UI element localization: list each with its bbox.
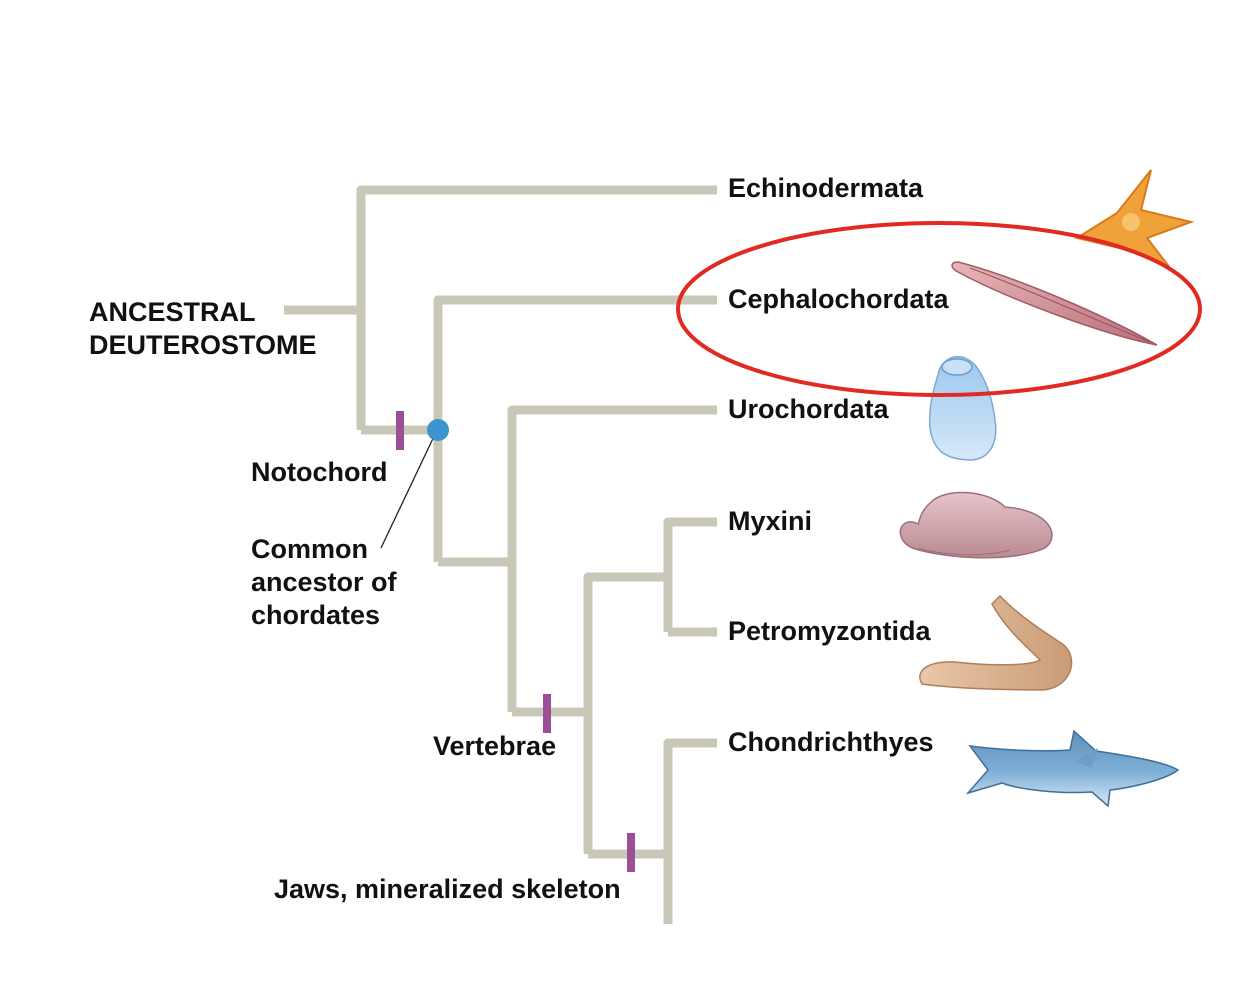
taxon-label-echinodermata: Echinodermata xyxy=(728,173,924,203)
branch-urochordata xyxy=(507,405,717,712)
common-ancestor-line-2: ancestor of xyxy=(251,567,397,597)
common-ancestor-node xyxy=(427,419,449,441)
shark-image xyxy=(965,729,1180,808)
tunicate-image xyxy=(928,356,997,461)
cephalochordata-highlight-ellipse xyxy=(676,221,1202,397)
branch-craniata xyxy=(583,572,668,854)
ancestral-deuterostome-label: ANCESTRAL DEUTEROSTOME xyxy=(89,296,317,362)
root-label-line-2: DEUTEROSTOME xyxy=(89,330,317,360)
taxon-label-cephalochordata: Cephalochordata xyxy=(728,284,949,314)
common-ancestor-line-3: chordates xyxy=(251,600,381,630)
trait-label-notochord: Notochord xyxy=(251,457,388,487)
lamprey-image xyxy=(919,594,1073,691)
branch-cyclostomes xyxy=(663,517,717,632)
taxon-label-petromyzontida: Petromyzontida xyxy=(728,616,931,646)
branch-echinodermata xyxy=(356,185,717,430)
common-ancestor-pointer xyxy=(380,429,438,549)
root-label-line-1: ANCESTRAL xyxy=(89,297,256,327)
common-ancestor-label: Common ancestor of chordates xyxy=(251,533,397,632)
taxon-label-myxini: Myxini xyxy=(728,506,813,536)
taxon-label-urochordata: Urochordata xyxy=(728,394,889,424)
lancelet-image xyxy=(951,261,1158,346)
trait-label-jaws: Jaws, mineralized skeleton xyxy=(274,874,621,904)
common-ancestor-line-1: Common xyxy=(251,534,368,564)
branch-cephalochordata xyxy=(433,295,717,562)
hagfish-image xyxy=(899,491,1053,559)
branch-gnathostomes xyxy=(663,738,717,924)
taxon-label-chondrichthyes: Chondrichthyes xyxy=(728,727,934,757)
trait-label-vertebrae: Vertebrae xyxy=(433,731,557,761)
